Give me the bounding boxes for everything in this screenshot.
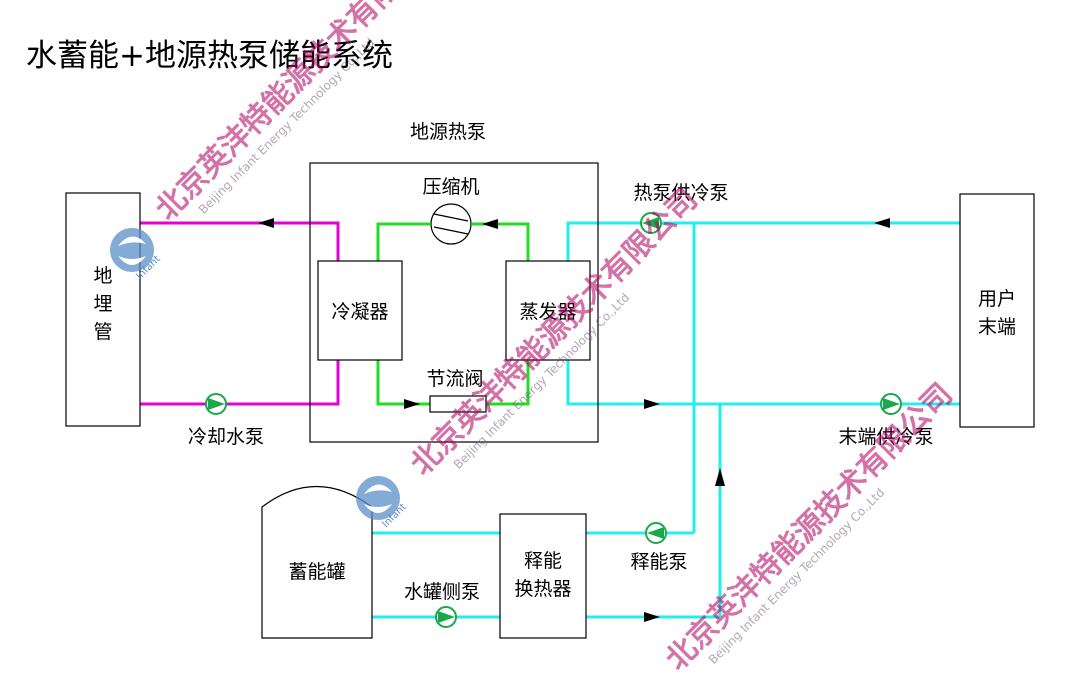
tank-side-pump-label: 水罐侧泵 [404, 581, 480, 603]
compressor-icon [430, 203, 472, 245]
heat-pump-enclosure [309, 162, 599, 443]
cooling-water-pump-label: 冷却水泵 [188, 426, 264, 448]
terminal-supply-pump-label: 末端供冷泵 [838, 426, 933, 448]
heat-pump-label: 地源热泵 [410, 121, 486, 143]
user-terminal-label-2: 末端 [978, 316, 1016, 338]
release-exchanger-label-1: 释能 [524, 550, 562, 572]
evaporator-label: 蒸发器 [519, 301, 576, 323]
condenser-label: 冷凝器 [331, 301, 388, 323]
watermark: 北京英沣特能源技术有限公司 Beijing Infant Energy Tech… [659, 377, 960, 678]
user-terminal-label-1: 用户 [978, 288, 1016, 310]
arrow-left [258, 218, 274, 228]
release-pump-label: 释能泵 [630, 551, 687, 573]
arrow-right [404, 399, 420, 409]
heat-pump-supply-pump-label: 热泵供冷泵 [633, 182, 728, 204]
cooling-water-pump-icon [205, 393, 227, 415]
ground-pipe-label-3: 管 [93, 321, 112, 343]
evaporator-box [505, 260, 591, 361]
watermark-company-en: Beijing Infant Energy Technology Co.,Ltd [706, 485, 887, 666]
release-exchanger-box [499, 513, 587, 639]
release-exchanger-label-2: 换热器 [514, 578, 571, 600]
watermark: 北京英沣特能源技术有限公司 Beijing Infant Energy Tech… [149, 0, 450, 227]
condenser-box [317, 260, 403, 361]
arrow-left [874, 218, 890, 228]
user-terminal-box [959, 193, 1035, 428]
arrow-right [644, 612, 660, 622]
release-pump-icon [645, 522, 667, 544]
arrow-left [482, 219, 498, 229]
compressor-label: 压缩机 [422, 176, 479, 198]
arrow-right [644, 399, 660, 409]
expansion-valve-label: 节流阀 [426, 368, 483, 390]
condenser-water-loop [140, 221, 340, 406]
ground-pipe-label-2: 埋 [93, 293, 112, 315]
page-title: 水蓄能+地源热泵储能系统 [26, 38, 393, 74]
tank-side-pump-icon [435, 606, 457, 628]
storage-tank-label: 蓄能罐 [288, 561, 345, 583]
arrow-up [715, 468, 725, 486]
storage-tank-shape [261, 485, 373, 639]
expansion-valve-icon [429, 395, 487, 413]
watermark-company-cn: 北京英沣特能源技术有限公司 [659, 377, 960, 678]
flow-arrows [258, 218, 890, 622]
terminal-supply-pump-icon [880, 393, 902, 415]
ground-pipe-label-1: 地 [93, 265, 112, 287]
